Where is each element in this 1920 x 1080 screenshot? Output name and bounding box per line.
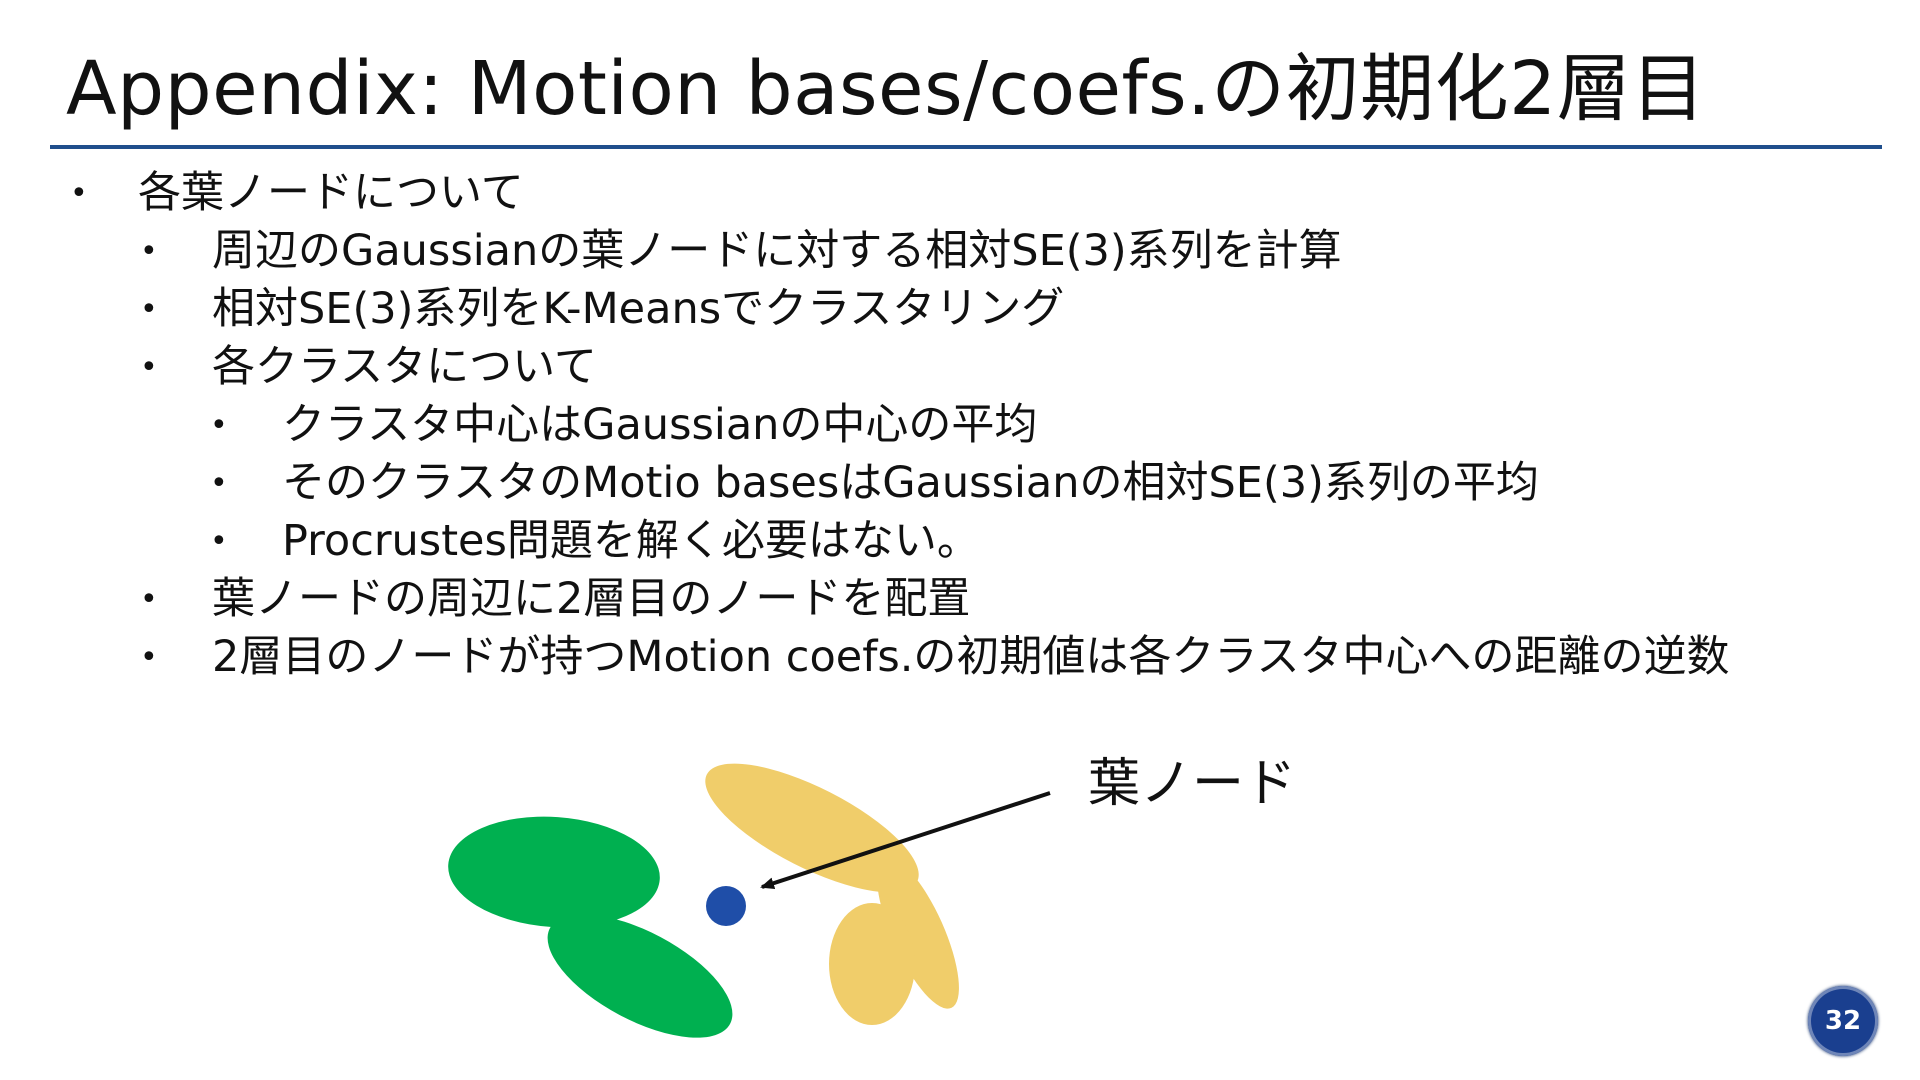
leaf-node-dot	[706, 886, 746, 926]
page-number-badge: 32	[1808, 986, 1878, 1056]
bullet-item: • 周辺のGaussianの葉ノードに対する相対SE(3)系列を計算	[140, 226, 1342, 278]
bullet-text: 2層目のノードが持つMotion coefs.の初期値は各クラスタ中心への距離の…	[212, 632, 1730, 682]
bullet-item: • 2層目のノードが持つMotion coefs.の初期値は各クラスタ中心への距…	[140, 632, 1730, 684]
bullet-dot: •	[140, 640, 158, 675]
leaf-node-label: 葉ノード	[1088, 754, 1297, 814]
bullet-text: 各クラスタについて	[212, 342, 597, 392]
bullet-text: 相対SE(3)系列をK-Meansでクラスタリング	[212, 284, 1065, 334]
bullet-dot: •	[140, 582, 158, 617]
bullet-dot: •	[140, 350, 158, 385]
bullet-dot: •	[140, 234, 158, 269]
bullet-item: • 葉ノードの周辺に2層目のノードを配置	[140, 574, 971, 626]
bullet-item: • 各葉ノードについて	[70, 168, 524, 220]
bullet-dot: •	[140, 292, 158, 327]
green-gaussian-upper	[448, 816, 660, 928]
green-gaussian-lower	[547, 914, 733, 1038]
title-underline	[50, 145, 1882, 149]
slide-title: Appendix: Motion bases/coefs.の初期化2層目	[66, 46, 1706, 132]
yellow-gaussian-elongated	[705, 763, 919, 893]
bullet-dot: •	[70, 176, 88, 211]
bullet-item: • クラスタ中心はGaussianの中心の平均	[210, 400, 1038, 452]
bullet-dot: •	[210, 408, 228, 443]
bullet-text: Procrustes問題を解く必要はない。	[282, 516, 980, 566]
bullet-item: • そのクラスタのMotio basesはGaussianの相対SE(3)系列の…	[210, 458, 1539, 510]
bullet-item: • 相対SE(3)系列をK-Meansでクラスタリング	[140, 284, 1065, 336]
bullet-dot: •	[210, 466, 228, 501]
bullet-text: そのクラスタのMotio basesはGaussianの相対SE(3)系列の平均	[282, 458, 1539, 508]
bullet-text: 葉ノードの周辺に2層目のノードを配置	[212, 574, 971, 624]
yellow-gaussian-round	[829, 903, 915, 1025]
bullet-item: • Procrustes問題を解く必要はない。	[210, 516, 980, 568]
bullet-text: 周辺のGaussianの葉ノードに対する相対SE(3)系列を計算	[212, 226, 1342, 276]
bullet-item: • 各クラスタについて	[140, 342, 597, 394]
leaf-node-arrow	[760, 791, 1051, 889]
bullet-text: 各葉ノードについて	[138, 168, 524, 218]
yellow-gaussian-thin	[877, 857, 959, 1009]
bullet-dot: •	[210, 524, 228, 559]
bullet-text: クラスタ中心はGaussianの中心の平均	[282, 400, 1038, 450]
